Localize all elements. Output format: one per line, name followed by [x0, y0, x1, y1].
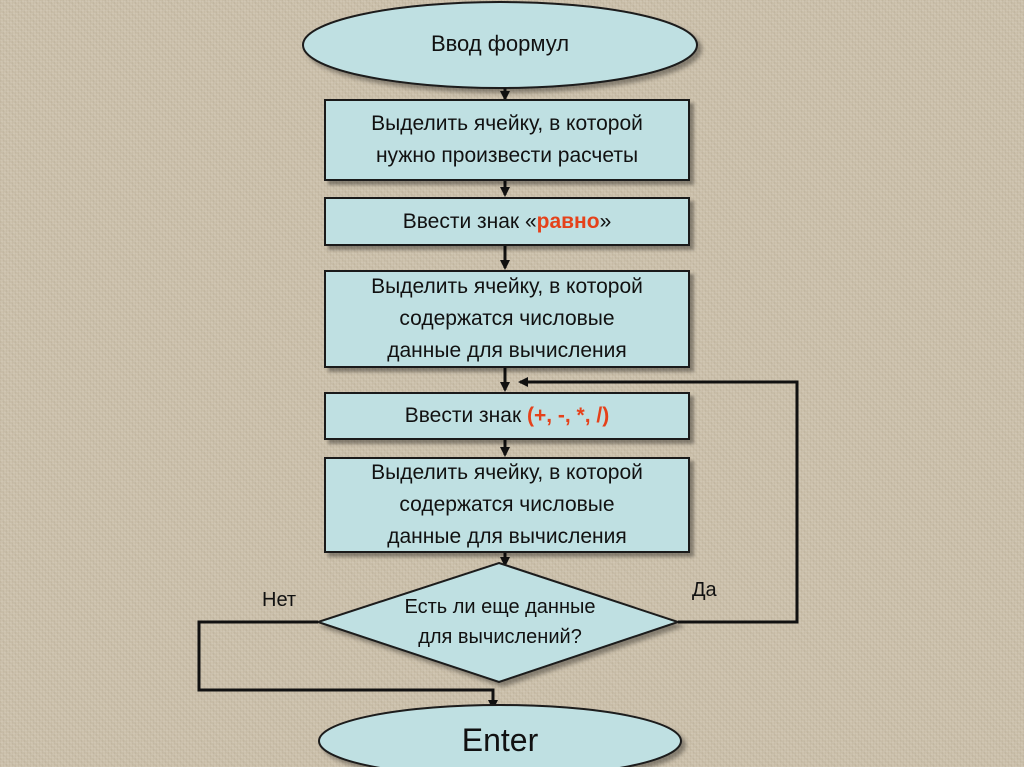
decision-diamond [314, 561, 682, 684]
step2-accent: равно [536, 209, 600, 233]
yes-loop-line [518, 377, 799, 624]
step1-line2: нужно произвести расчеты [375, 144, 639, 167]
step5-box: Выделить ячейку, в которой содержатся чи… [324, 457, 690, 553]
step3-line2: содержатся числовые [399, 307, 615, 330]
no-label: Нет [262, 589, 297, 611]
step3-box: Выделить ячейку, в которой содержатся чи… [324, 270, 690, 368]
step3-line3: данные для вычисления [387, 339, 627, 362]
end-label: Enter [461, 722, 539, 758]
step5-line1: Выделить ячейку, в которой [371, 461, 643, 484]
step4-prefix: Ввести знак [404, 404, 527, 427]
no-path-line [197, 620, 498, 710]
step2-box: Ввести знак «равно» [324, 197, 690, 246]
step5-line2: содержатся числовые [399, 493, 615, 516]
step4-accent: (+, -, *, /) [526, 404, 610, 427]
step1-line1: Выделить ячейку, в которой [371, 112, 643, 135]
step5-line3: данные для вычисления [387, 525, 627, 548]
decision-line2: для вычислений? [418, 626, 582, 648]
start-terminator [302, 1, 698, 89]
decision-label: Есть ли еще данные для вычислений? [340, 592, 660, 652]
start-label: Ввод формул [430, 31, 570, 56]
end-terminator [318, 704, 682, 767]
step2-prefix: Ввести знак « [402, 209, 537, 233]
step3-line1: Выделить ячейку, в которой [371, 275, 643, 298]
yes-label: Да [692, 579, 717, 601]
decision-line1: Есть ли еще данные [404, 596, 596, 618]
step1-box: Выделить ячейку, в которой нужно произве… [324, 99, 690, 181]
step2-suffix: » [599, 209, 612, 233]
step4-box: Ввести знак (+, -, *, /) [324, 392, 690, 440]
